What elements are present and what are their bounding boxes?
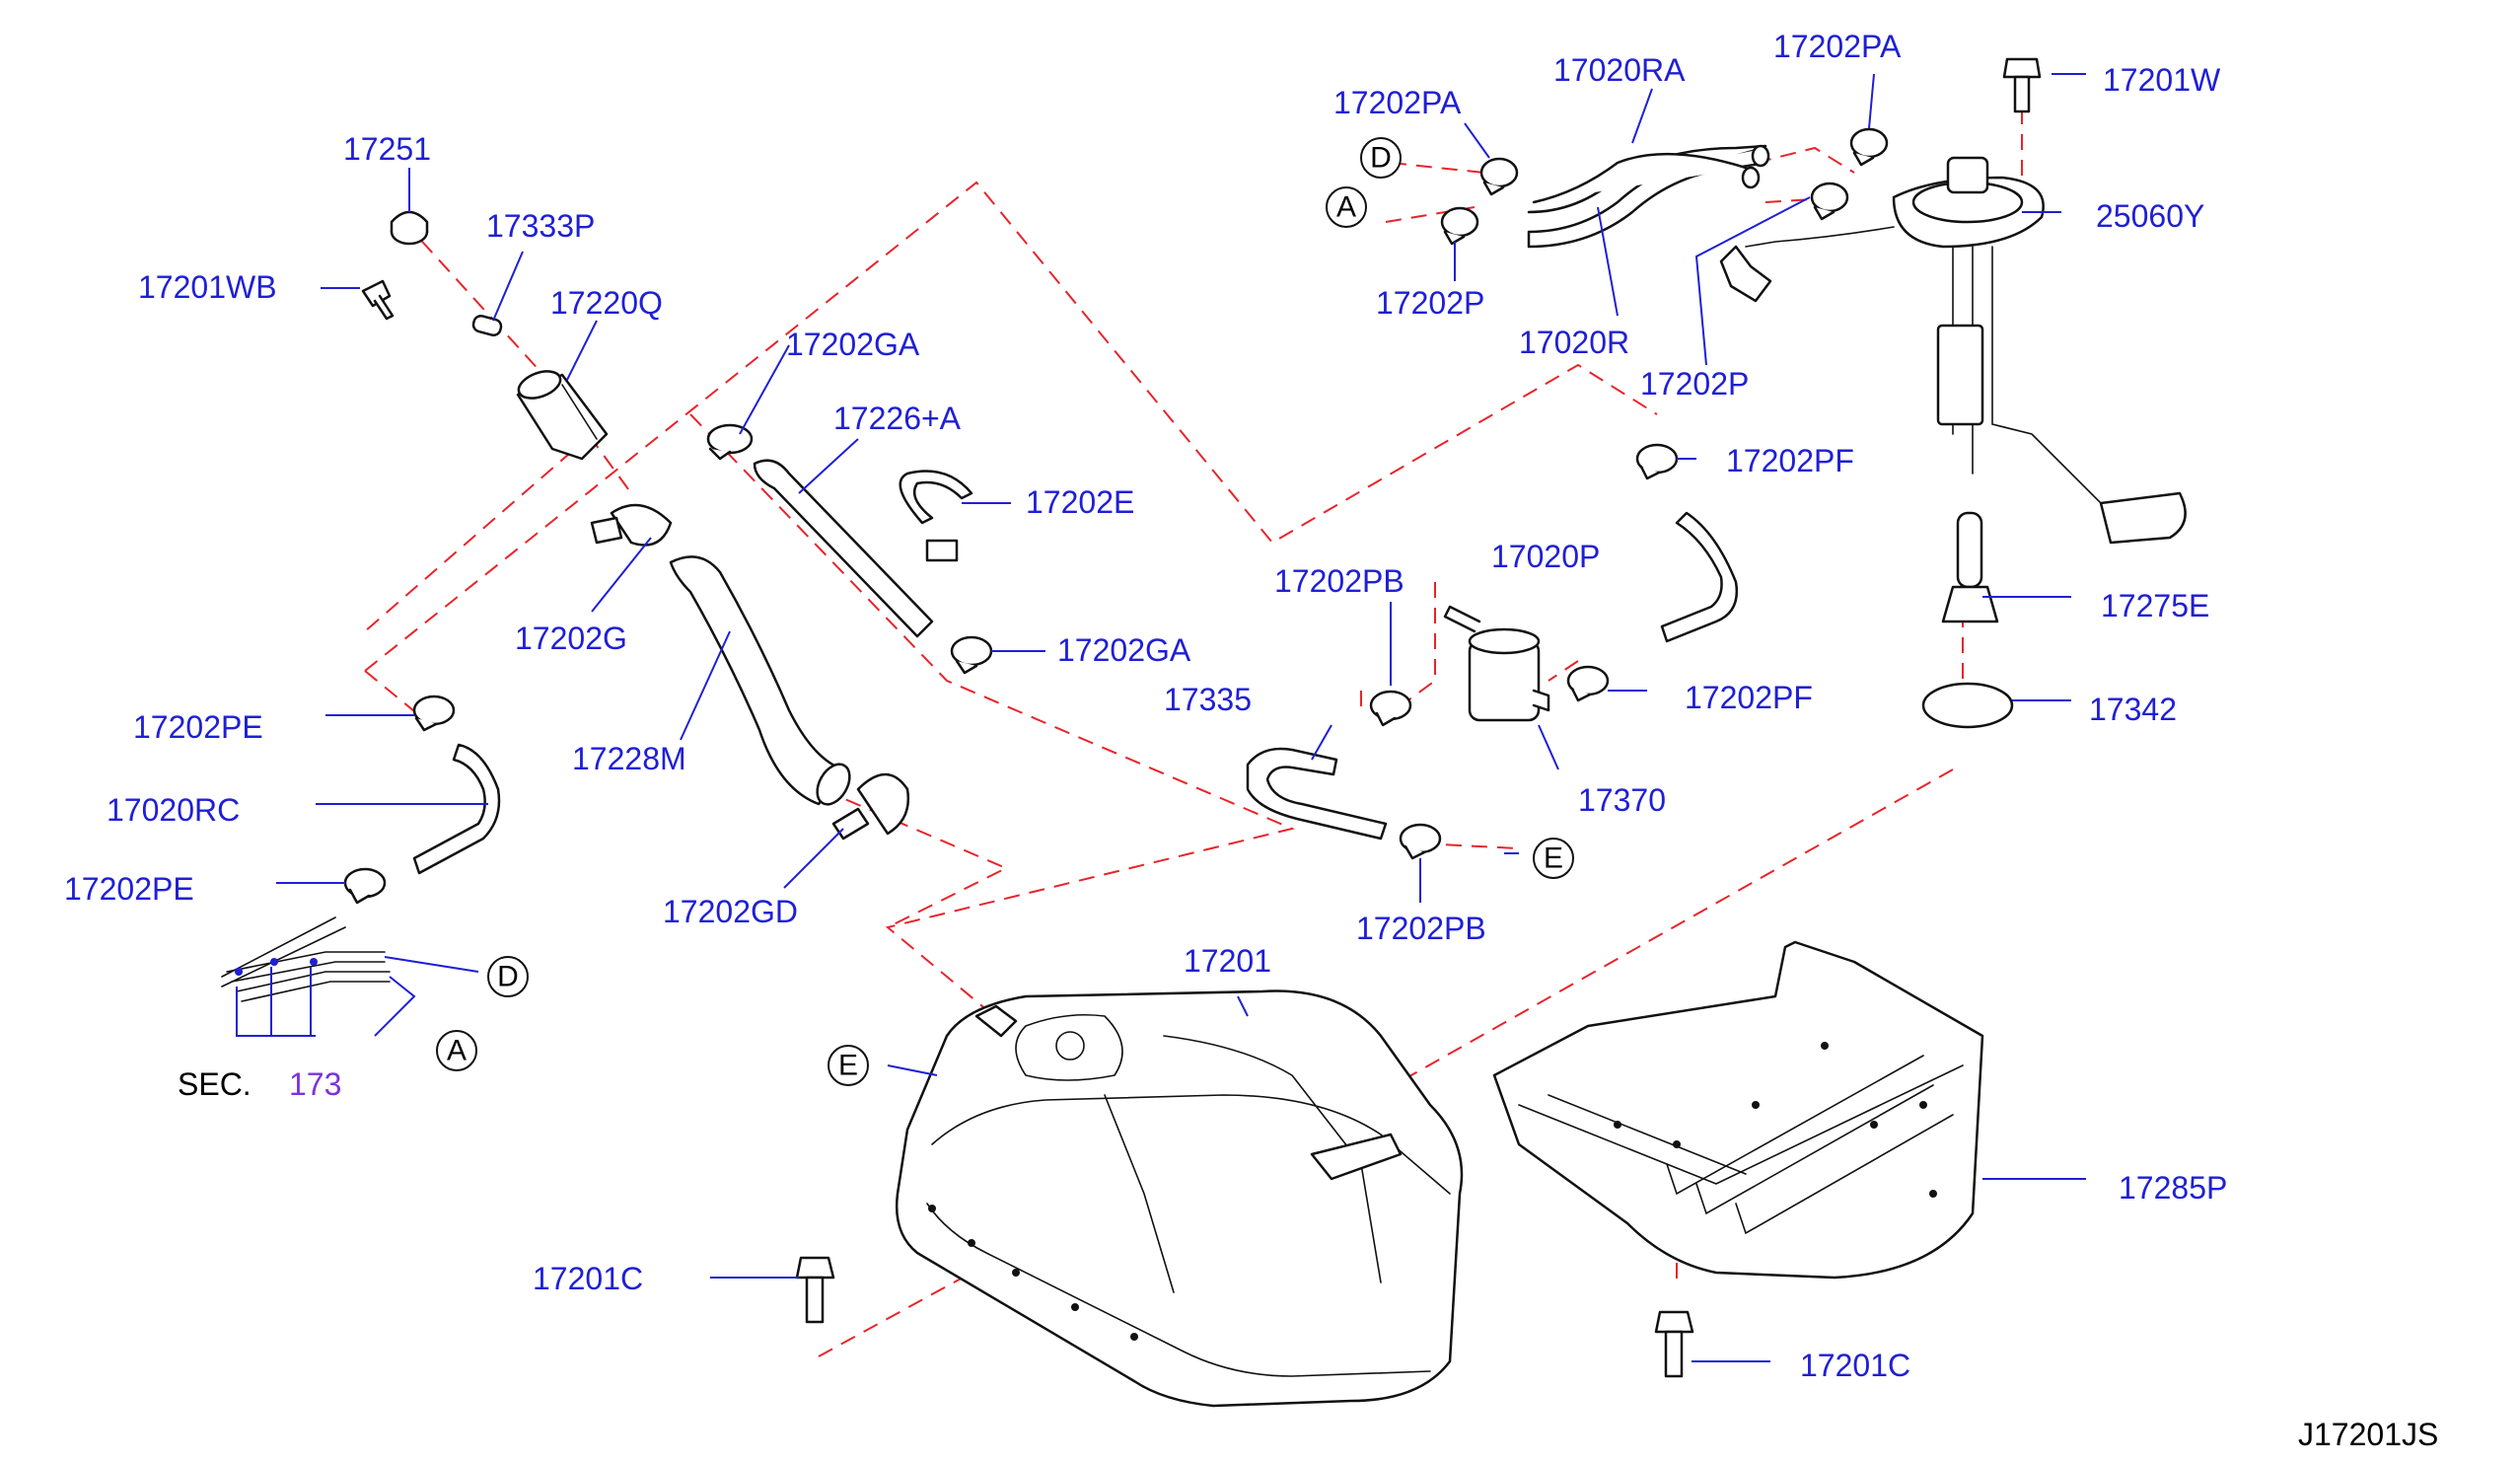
label-17275e: 17275E <box>2101 588 2209 623</box>
label-17226a: 17226+A <box>833 401 962 436</box>
part-labels: 17251 17333P 17201WB 17220Q 17202GA 1722… <box>64 29 2438 1452</box>
label-17020r: 17020R <box>1519 325 1629 360</box>
connector-a-top: A <box>1326 186 1367 228</box>
section-ref-prefix: SEC. <box>178 1066 252 1102</box>
label-17202g: 17202G <box>515 621 627 656</box>
label-17202pe-top: 17202PE <box>133 709 263 745</box>
connector-e-left-label: E <box>838 1050 858 1082</box>
clamp-17202p-left-icon <box>1440 206 1479 246</box>
clamp-17202ga-mid-icon <box>950 635 993 675</box>
label-17020ra: 17020RA <box>1553 52 1686 88</box>
hose-17020p-icon <box>1660 511 1739 643</box>
label-17202p-right: 17202P <box>1640 366 1749 402</box>
label-17201: 17201 <box>1184 943 1271 979</box>
label-17202pb-bottom: 17202PB <box>1356 911 1486 946</box>
label-17202pf-top: 17202PF <box>1726 443 1854 478</box>
filler-neck-top-icon <box>516 370 609 461</box>
label-17202e: 17202E <box>1026 484 1134 520</box>
bolt-17201c-right-icon <box>1654 1310 1694 1378</box>
pump-strainer-17275e-icon <box>1941 511 1999 623</box>
tank-protector-17285p-icon <box>1492 940 1984 1280</box>
connector-a-top-label: A <box>1336 191 1356 224</box>
connector-e-right-label: E <box>1544 842 1563 875</box>
connector-e-right: E <box>1533 838 1574 879</box>
fuel-filter-17370-icon <box>1443 605 1550 722</box>
label-17201w: 17201W <box>2103 62 2221 98</box>
label-17202pa-left: 17202PA <box>1333 85 1462 120</box>
gasket-17342-icon <box>1921 682 2014 729</box>
connector-d-left-label: D <box>497 961 519 993</box>
clamp-17202pa-left-icon <box>1479 157 1519 196</box>
hose-17020rc-icon <box>412 743 501 875</box>
label-17285p: 17285P <box>2119 1170 2227 1206</box>
label-17202pa-right: 17202PA <box>1773 29 1902 64</box>
fuel-level-sender-icon <box>1719 156 2187 545</box>
label-17202pb-top: 17202PB <box>1274 563 1404 599</box>
label-17202ga-top: 17202GA <box>786 327 920 362</box>
clamp-17202pe-top-icon <box>412 695 456 732</box>
clamp-17202pe-bottom-icon <box>343 867 387 905</box>
clamp-17202g-icon <box>590 503 673 547</box>
connector-a-left: A <box>436 1030 477 1071</box>
bolt-17201c-left-icon <box>795 1256 835 1324</box>
label-17201wb: 17201WB <box>138 269 277 305</box>
label-17333p: 17333P <box>486 208 595 244</box>
label-17220q: 17220Q <box>550 285 663 321</box>
clamp-17202p-right-icon <box>1810 182 1849 221</box>
label-17202ga-mid: 17202GA <box>1057 632 1191 668</box>
fuel-tank-17201-icon <box>896 989 1464 1408</box>
section-ref-number: 173 <box>289 1066 341 1102</box>
fuel-pipes-sec173-icon <box>221 916 391 1002</box>
hose-17335-icon <box>1246 747 1388 841</box>
clamp-17202pb-top-icon <box>1369 690 1412 727</box>
spacer-17333p-icon <box>471 314 503 337</box>
label-17202gd: 17202GD <box>663 894 798 929</box>
label-17202pf-bottom: 17202PF <box>1685 680 1813 715</box>
diagram-code: J17201JS <box>2298 1417 2438 1452</box>
clamp-17202pf-bottom-icon <box>1566 665 1610 702</box>
connector-d-top-label: D <box>1370 142 1392 175</box>
parts-drawings <box>221 57 2187 1408</box>
hose-17020r-icon <box>1527 144 1770 249</box>
label-17228m: 17228M <box>572 741 686 776</box>
clamp-17202pa-right-icon <box>1849 127 1889 167</box>
connector-d-top: D <box>1360 137 1402 179</box>
leader-lines <box>236 73 2086 1362</box>
label-17020rc: 17020RC <box>107 792 240 828</box>
connector-markers: D A D A E E <box>436 137 1574 1086</box>
label-17201c-right: 17201C <box>1800 1348 1910 1383</box>
screw-17201wb-icon <box>361 279 395 321</box>
label-17251: 17251 <box>343 131 431 167</box>
connector-d-left: D <box>487 956 529 997</box>
label-17201c-left: 17201C <box>533 1261 643 1296</box>
label-25060y: 25060Y <box>2096 198 2204 234</box>
fuel-filler-cap-icon <box>390 210 429 246</box>
label-17342: 17342 <box>2089 692 2177 727</box>
clamp-17202pf-top-icon <box>1635 443 1679 480</box>
clamp-17202pb-bottom-icon <box>1399 823 1442 860</box>
label-17020p: 17020P <box>1491 539 1600 574</box>
connector-a-left-label: A <box>447 1035 467 1067</box>
band-17202e-icon <box>899 470 973 562</box>
bolt-17201w-icon <box>2002 57 2042 113</box>
label-17335: 17335 <box>1164 682 1252 717</box>
filler-hose-icon <box>669 555 851 806</box>
label-17202pe-bottom: 17202PE <box>64 871 194 907</box>
clamp-17202ga-top-icon <box>706 423 754 461</box>
connector-e-left: E <box>828 1045 869 1086</box>
vent-hose-icon <box>753 459 934 638</box>
label-17202p-left: 17202P <box>1376 285 1484 321</box>
label-17370: 17370 <box>1578 782 1666 818</box>
